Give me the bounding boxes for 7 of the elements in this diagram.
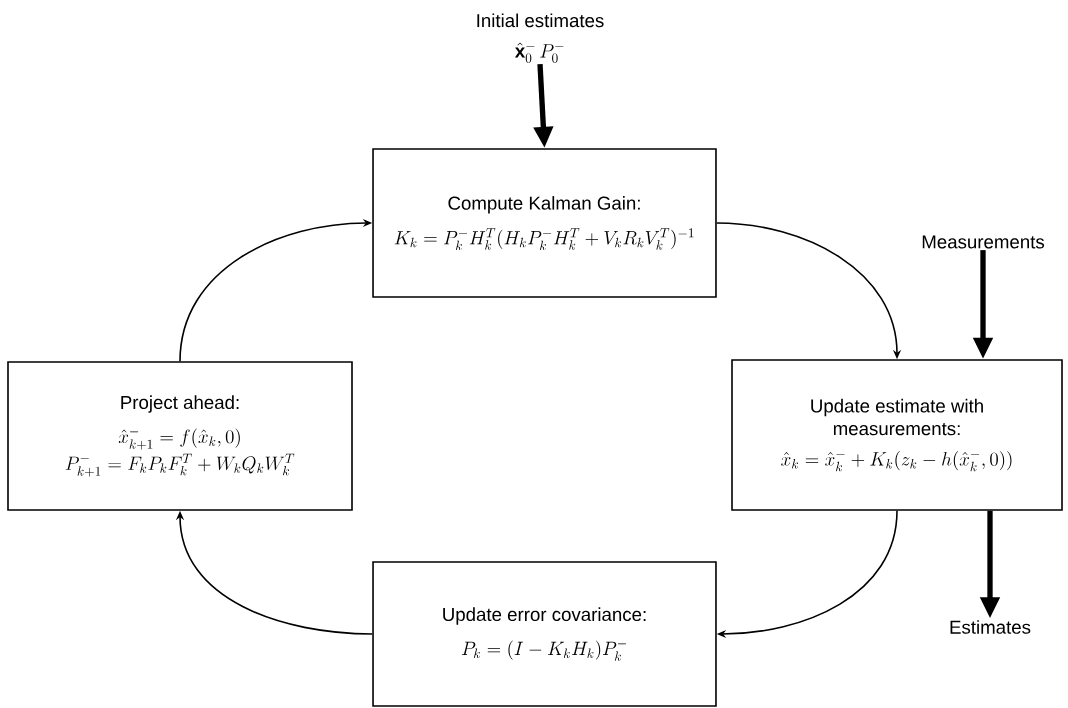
text-label: Measurements <box>922 235 1045 249</box>
process-box: Project ahead: $\hat{x}_{k+1}^- = f(\hat{x}_k, 0)$ $P_{k+1}^- = F_k P_k F_k^T + W_k Q_k W_k^T$ <box>7 361 353 511</box>
process-box: Update error covariance: $P_k = (I - K_k H_k) P_k^-$ <box>372 561 717 707</box>
text-label: Initial estimates $\hat{\mathbf{x}}_0^-\,P_0^-$ <box>477 13 604 63</box>
text-label: Estimates <box>950 620 1031 634</box>
process-box: Compute Kalman Gain: $K_k = P_k^- H_k^T (H_k P_k^- H_k^T + V_k R_k V_k^T)^{-1}$ <box>372 148 717 298</box>
process-box: Update estimate with measurements: $\hat{x}_k = \hat{x}_k^- + K_k (z_k - h(\hat{x}_k^-, 0))$ <box>731 359 1063 511</box>
